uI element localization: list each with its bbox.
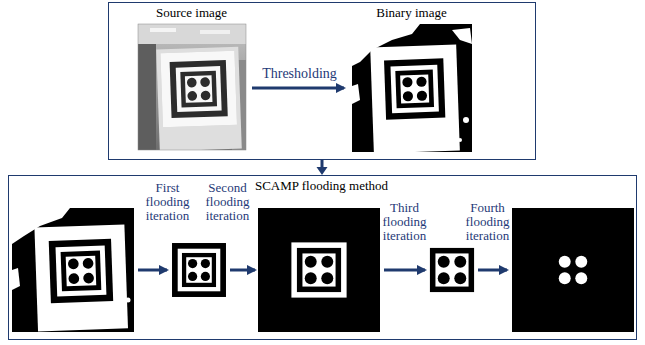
- binary-image: [352, 24, 472, 152]
- step-label: Fourth flooding iteration: [462, 201, 514, 243]
- flood-stage-2-full: [258, 208, 380, 332]
- flow-arrow: [321, 160, 324, 168]
- step-label: Second flooding iteration: [200, 181, 256, 223]
- threshold-panel: Source imageThresholding Binary image: [108, 2, 536, 160]
- image-caption: Binary image: [352, 6, 472, 20]
- image-caption: Source image: [132, 6, 252, 20]
- flood-stage-2: [172, 243, 226, 297]
- flood-result-image: [512, 208, 634, 332]
- arrow-head: [317, 167, 328, 175]
- flood-stage-3: [430, 248, 474, 292]
- photo-frame: [138, 24, 246, 150]
- step-label: Thresholding: [245, 66, 355, 82]
- flooding-arrows: [138, 269, 507, 272]
- thresholding-arrow: [252, 87, 344, 90]
- step-label: First flooding iteration: [140, 181, 196, 223]
- flood-input-image: [12, 208, 134, 332]
- flooding-panel: SCAMP flooding methodFirst flooding iter…: [8, 175, 637, 340]
- source-photo: [138, 24, 246, 150]
- step-label: Third flooding iteration: [379, 201, 431, 243]
